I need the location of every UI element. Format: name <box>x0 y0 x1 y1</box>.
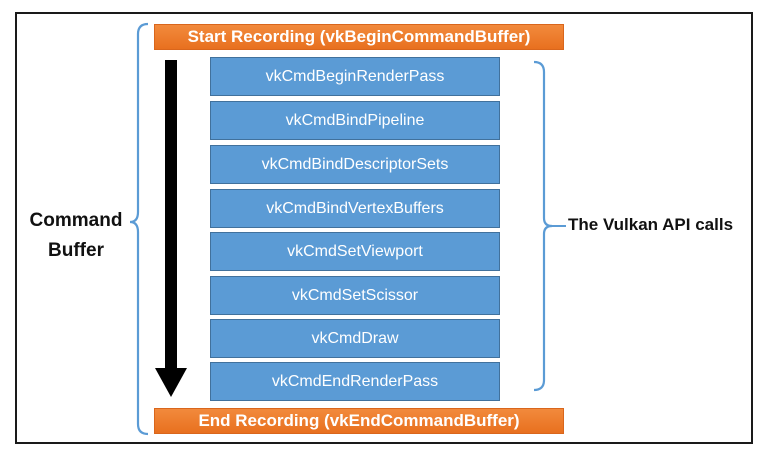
command-buffer-label: Command Buffer <box>24 206 128 266</box>
command-label: vkCmdSetViewport <box>287 242 423 260</box>
api-calls-label: The Vulkan API calls <box>568 215 734 234</box>
command-label: vkCmdBindDescriptorSets <box>261 155 449 173</box>
command-box-bind-pipeline: vkCmdBindPipeline <box>210 101 500 140</box>
command-box-draw: vkCmdDraw <box>210 319 500 358</box>
command-label: vkCmdEndRenderPass <box>271 372 439 390</box>
command-buffer-label-line1: Command <box>29 210 123 231</box>
end-recording-label: End Recording (vkEndCommandBuffer) <box>198 411 520 430</box>
command-box-begin-render-pass: vkCmdBeginRenderPass <box>210 57 500 96</box>
flow-arrow-shaft <box>165 60 177 370</box>
command-box-set-viewport: vkCmdSetViewport <box>210 232 500 271</box>
command-box-set-scissor: vkCmdSetScissor <box>210 276 500 315</box>
command-label: vkCmdBeginRenderPass <box>265 67 445 85</box>
command-box-end-render-pass: vkCmdEndRenderPass <box>210 362 500 401</box>
command-label: vkCmdSetScissor <box>291 286 419 304</box>
api-calls-bracket <box>533 60 553 392</box>
end-recording-bar: End Recording (vkEndCommandBuffer) <box>154 408 564 434</box>
start-recording-label: Start Recording (vkBeginCommandBuffer) <box>187 27 531 46</box>
command-buffer-label-line2: Buffer <box>48 240 104 261</box>
command-box-bind-vertex-buffers: vkCmdBindVertexBuffers <box>210 189 500 228</box>
command-label: vkCmdBindPipeline <box>285 111 425 129</box>
command-label: vkCmdBindVertexBuffers <box>266 199 444 217</box>
start-recording-bar: Start Recording (vkBeginCommandBuffer) <box>154 24 564 50</box>
command-label: vkCmdDraw <box>311 329 399 347</box>
command-box-bind-descriptor-sets: vkCmdBindDescriptorSets <box>210 145 500 184</box>
flow-arrow-head <box>155 368 187 397</box>
command-buffer-bracket <box>129 22 149 436</box>
